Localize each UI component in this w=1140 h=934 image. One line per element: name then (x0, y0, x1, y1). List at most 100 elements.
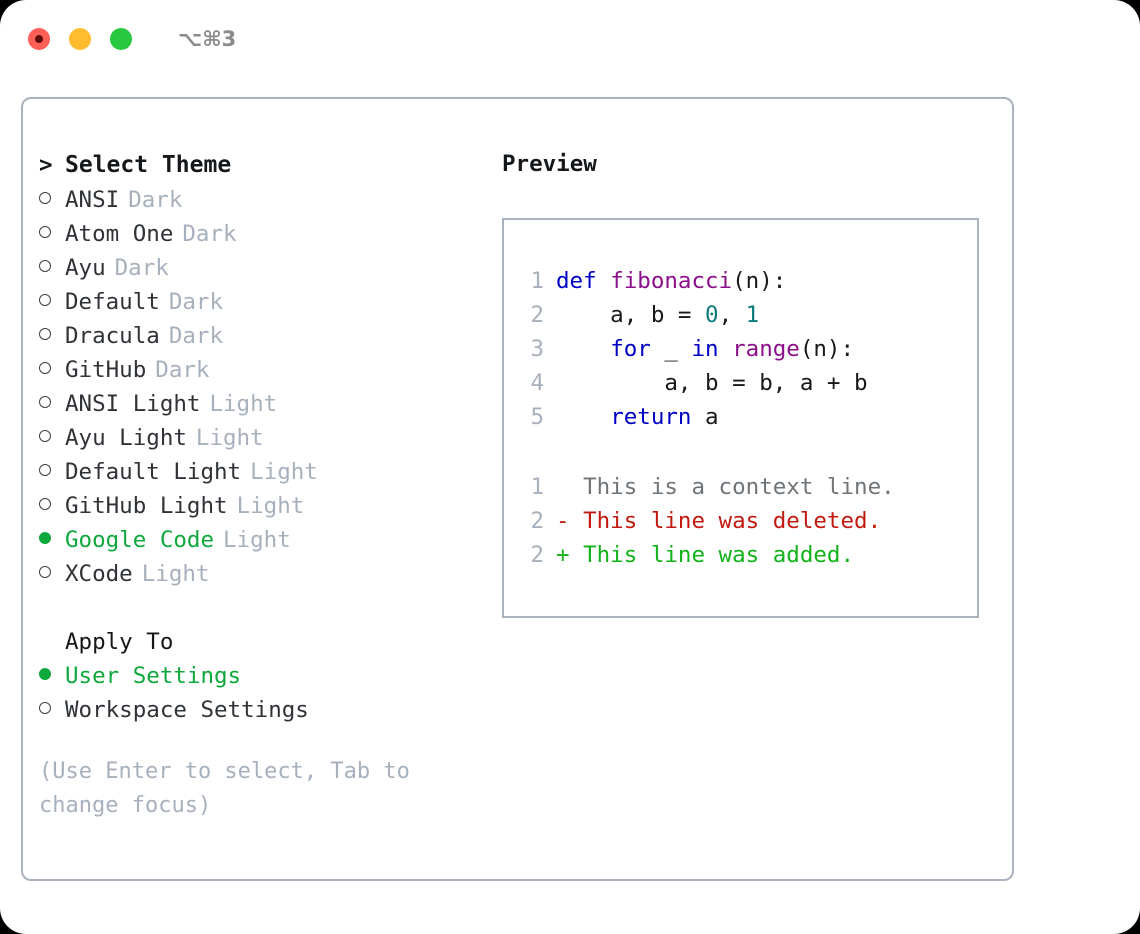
preview-title: Preview (502, 151, 597, 177)
radio-dot (39, 294, 51, 306)
diff-line-number: 2 (530, 508, 544, 534)
theme-list-item[interactable]: Default Dark (39, 285, 509, 319)
theme-variant-badge: Dark (155, 357, 210, 383)
code-line: 5 return a (518, 400, 868, 434)
theme-variant-badge: Dark (182, 221, 237, 247)
radio-unselected-icon[interactable] (39, 489, 65, 523)
code-token: 1 (745, 302, 760, 328)
code-line-number: 5 (530, 404, 544, 430)
theme-variant-badge: Dark (114, 255, 169, 281)
theme-variant-badge: Light (223, 527, 291, 553)
code-token: fibonacci (610, 268, 733, 294)
radio-unselected-icon[interactable] (39, 353, 65, 387)
theme-name: XCode (65, 561, 133, 587)
radio-dot (39, 464, 51, 476)
code-line-number: 4 (530, 370, 544, 396)
maximize-button-icon[interactable] (110, 28, 132, 50)
theme-name: Ayu (65, 255, 106, 281)
radio-unselected-icon[interactable] (39, 217, 65, 251)
window-controls (28, 28, 132, 50)
radio-unselected-icon[interactable] (39, 455, 65, 489)
close-button-icon[interactable] (28, 28, 50, 50)
code-token: a, b = b, a + b (556, 370, 868, 396)
diff-text: This line was deleted. (583, 508, 882, 534)
code-token: 0 (705, 302, 719, 328)
radio-dot (39, 192, 51, 204)
code-token: _ (650, 336, 692, 362)
radio-dot (39, 430, 51, 442)
apply-to-option-label: Workspace Settings (65, 697, 309, 723)
theme-variant-badge: Dark (168, 323, 224, 349)
radio-selected-icon[interactable] (39, 523, 65, 557)
radio-unselected-icon[interactable] (39, 285, 65, 319)
code-token: a, b = (556, 302, 706, 328)
radio-unselected-icon[interactable] (39, 251, 65, 285)
keyboard-shortcut-label: ⌥⌘3 (178, 27, 237, 51)
theme-variant-badge: Light (209, 391, 278, 417)
theme-name: Google Code (65, 527, 215, 553)
radio-dot (39, 260, 51, 272)
radio-dot (39, 566, 51, 578)
help-text: (Use Enter to select, Tab to change focu… (39, 759, 410, 818)
radio-unselected-icon[interactable] (39, 421, 65, 455)
diff-line-number: 2 (530, 542, 544, 568)
theme-list-item[interactable]: Default Light Light (39, 455, 509, 489)
diff-line: 1 This is a context line. (518, 470, 895, 504)
theme-list-item[interactable]: Atom One Dark (39, 217, 509, 251)
code-line: 3 for _ in range(n): (518, 332, 868, 366)
theme-name: Default Light (65, 459, 242, 485)
code-token: return (610, 404, 692, 430)
diff-marker: - (556, 508, 584, 534)
theme-name: ANSI Light (65, 391, 201, 417)
radio-unselected-icon[interactable] (39, 693, 65, 727)
code-token: range (732, 336, 800, 362)
radio-unselected-icon[interactable] (39, 557, 65, 591)
theme-list-item[interactable]: Ayu Dark (39, 251, 509, 285)
code-line-number: 1 (530, 268, 544, 294)
code-token (719, 336, 733, 362)
theme-list-item[interactable]: Google Code Light (39, 523, 509, 557)
radio-selected-icon[interactable] (39, 659, 65, 693)
code-token: def (556, 268, 611, 294)
theme-name: Atom One (65, 221, 174, 247)
theme-variant-badge: Dark (168, 289, 224, 315)
theme-list-item[interactable]: GitHub Dark (39, 353, 509, 387)
radio-dot (39, 362, 51, 374)
code-token (556, 336, 610, 362)
radio-unselected-icon[interactable] (39, 387, 65, 421)
diff-text: This is a context line. (583, 474, 895, 500)
diff-sample: 1 This is a context line. 2- This line wa… (518, 470, 895, 572)
radio-dot (39, 532, 51, 544)
code-line-number: 3 (530, 336, 544, 362)
apply-to-label: Apply To (65, 629, 174, 655)
apply-to-option[interactable]: Workspace Settings (39, 693, 509, 727)
apply-to-option-label: User Settings (65, 663, 242, 689)
code-token (556, 404, 610, 430)
theme-name: Default (65, 289, 160, 315)
list-spacer (39, 591, 509, 625)
theme-list-item[interactable]: ANSI Light Light (39, 387, 509, 421)
apply-to-option[interactable]: User Settings (39, 659, 509, 693)
radio-unselected-icon[interactable] (39, 183, 65, 217)
code-token: , (718, 302, 746, 328)
radio-dot (39, 498, 51, 510)
code-token: a (691, 404, 719, 430)
code-line: 2 a, b = 0, 1 (518, 298, 868, 332)
theme-variant-badge: Light (250, 459, 318, 485)
theme-name: GitHub (65, 357, 147, 383)
minimize-button-icon[interactable] (69, 28, 91, 50)
title-bar: ⌥⌘3 (0, 0, 1140, 78)
radio-dot (39, 668, 51, 680)
radio-dot (39, 702, 51, 714)
code-token: in (691, 336, 719, 362)
theme-name: Ayu Light (65, 425, 187, 451)
radio-unselected-icon[interactable] (39, 319, 65, 353)
